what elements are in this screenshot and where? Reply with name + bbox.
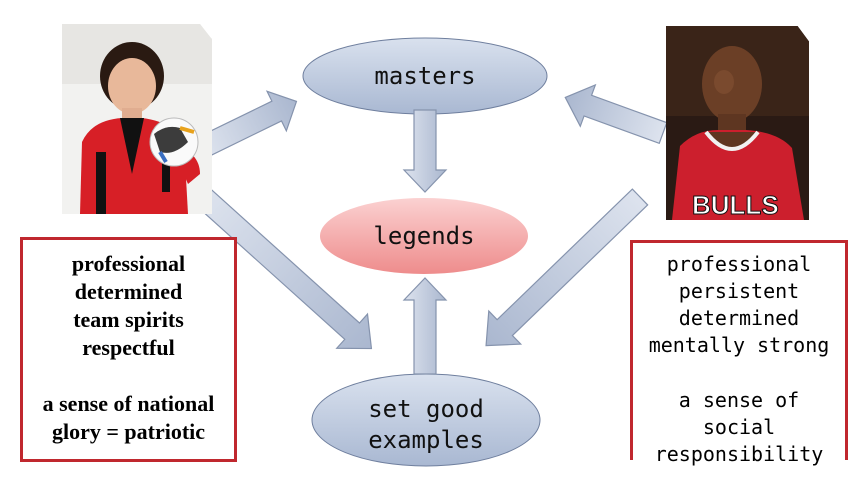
arrow-left-photo-to-masters — [197, 90, 298, 158]
arrow-examples-to-legends — [402, 277, 448, 375]
arrow-left-photo-to-examples — [193, 186, 373, 350]
examples-node-label-line1: set good — [368, 395, 484, 423]
examples-node-label-line2: examples — [368, 426, 484, 454]
arrow-right-photo-to-masters — [564, 83, 668, 145]
left-qualities-box: professional determined team spirits res… — [20, 237, 237, 462]
basketball-player-image: BULLS — [666, 26, 809, 220]
svg-text:BULLS: BULLS — [692, 190, 779, 220]
arrow-right-photo-to-examples — [485, 188, 649, 347]
left-quality-4: respectful — [82, 335, 175, 360]
right-quality-1: professional — [666, 252, 812, 276]
left-quality-2: determined — [74, 279, 183, 304]
left-quality-5-line2: glory = patriotic — [51, 419, 206, 444]
left-photo — [62, 24, 212, 214]
legends-node-shape — [320, 198, 528, 274]
right-quality-4: mentally strong — [648, 333, 830, 357]
arrow-masters-to-legends — [402, 109, 448, 193]
right-quality-3: determined — [678, 306, 800, 330]
left-quality-3: team spirits — [73, 307, 184, 332]
right-quality-2: persistent — [678, 279, 800, 303]
examples-node-label: set good examples — [320, 394, 532, 456]
legends-node-label: legends — [373, 222, 475, 250]
masters-node-label: masters — [374, 62, 476, 90]
right-quality-5-line2: social — [702, 415, 776, 439]
right-photo: BULLS — [666, 26, 809, 220]
right-quality-5-line3: responsibility — [633, 441, 845, 468]
left-quality-1: professional — [71, 251, 186, 276]
left-quality-5-line1: a sense of national — [42, 391, 215, 416]
right-qualities-box: professional persistent determined menta… — [630, 240, 848, 468]
right-quality-5-line1: a sense of — [678, 388, 800, 412]
volleyball-coach-image — [62, 24, 212, 214]
